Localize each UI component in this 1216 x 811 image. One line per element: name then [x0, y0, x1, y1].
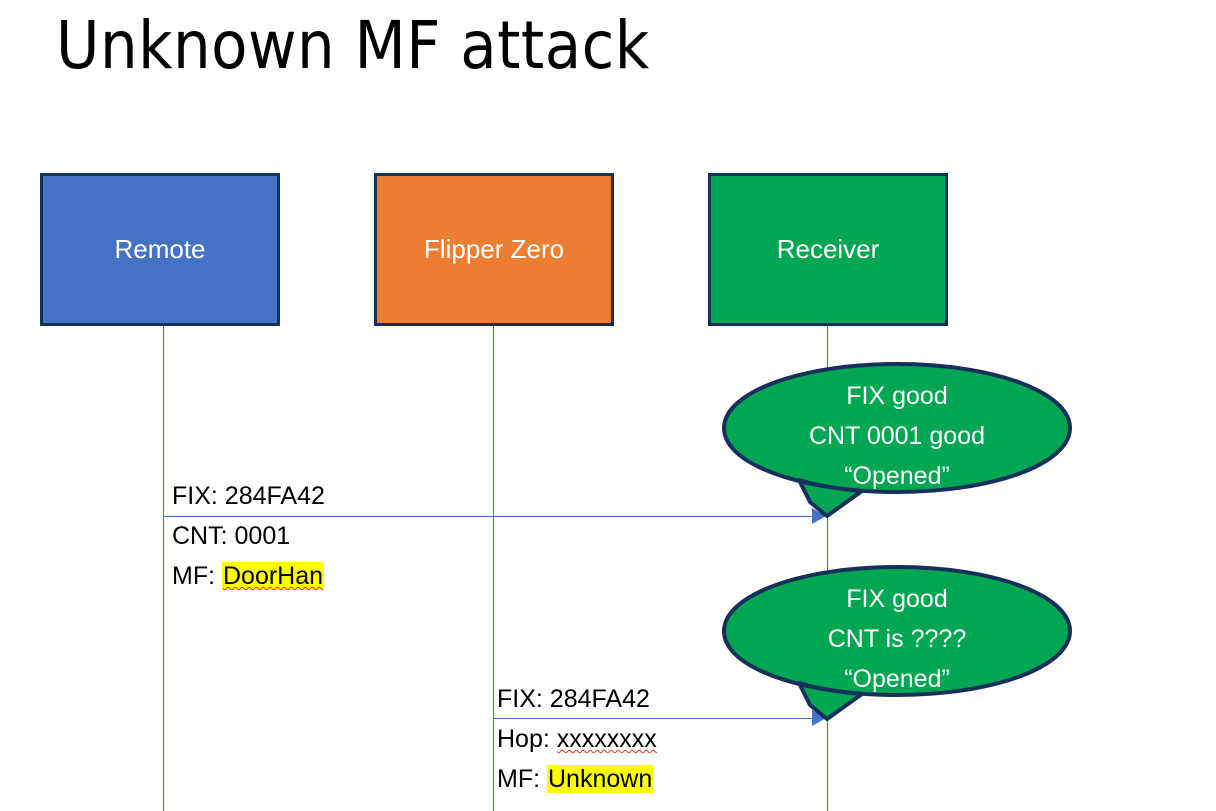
speech-bubble-2[interactable]: FIX good CNT is ???? “Opened”: [722, 565, 1072, 721]
message-2-line-2-value: xxxxxxxx: [556, 725, 657, 753]
speech-bubble-2-shape: [722, 565, 1072, 721]
message-2-line-2: Hop: xxxxxxxx: [497, 719, 657, 759]
actor-box-receiver[interactable]: Receiver: [708, 173, 948, 326]
message-1-line-1-label: FIX:: [172, 482, 218, 510]
message-2-line-3-label: MF:: [497, 765, 541, 793]
actor-label-remote: Remote: [114, 234, 206, 264]
actor-label-flipper: Flipper Zero: [423, 234, 565, 264]
actor-box-flipper[interactable]: Flipper Zero: [374, 173, 614, 326]
lifeline-flipper: [493, 326, 494, 811]
lifeline-remote: [163, 326, 164, 811]
message-label-2: FIX: 284FA42 Hop: xxxxxxxx MF: Unknown: [497, 679, 657, 799]
message-2-line-3-value: Unknown: [547, 765, 654, 793]
page-title: Unknown MF attack: [56, 7, 650, 84]
message-1-line-3: MF: DoorHan: [172, 556, 325, 596]
message-2-line-3: MF: Unknown: [497, 759, 657, 799]
message-1-line-2: CNT: 0001: [172, 516, 325, 556]
message-1-line-1: FIX: 284FA42: [172, 476, 325, 516]
message-label-1: FIX: 284FA42 CNT: 0001 MF: DoorHan: [172, 476, 325, 596]
lifeline-receiver: [827, 326, 828, 811]
message-2-line-1-label: FIX:: [497, 685, 543, 713]
actor-label-receiver: Receiver: [776, 234, 880, 264]
message-2-line-1-value: 284FA42: [549, 685, 650, 713]
message-2-line-1: FIX: 284FA42: [497, 679, 657, 719]
message-1-line-1-value: 284FA42: [224, 482, 325, 510]
message-1-line-2-value: 0001: [234, 522, 291, 550]
message-2-line-2-label: Hop:: [497, 725, 550, 753]
message-1-line-2-label: CNT:: [172, 522, 228, 550]
message-arrow-line-2: [493, 718, 813, 719]
speech-bubble-1-shape: [722, 362, 1072, 518]
message-arrow-line-1: [163, 516, 813, 517]
message-1-line-3-value: DoorHan: [222, 562, 325, 590]
speech-bubble-1[interactable]: FIX good CNT 0001 good “Opened”: [722, 362, 1072, 518]
message-1-line-3-label: MF:: [172, 562, 216, 590]
actor-box-remote[interactable]: Remote: [40, 173, 280, 326]
